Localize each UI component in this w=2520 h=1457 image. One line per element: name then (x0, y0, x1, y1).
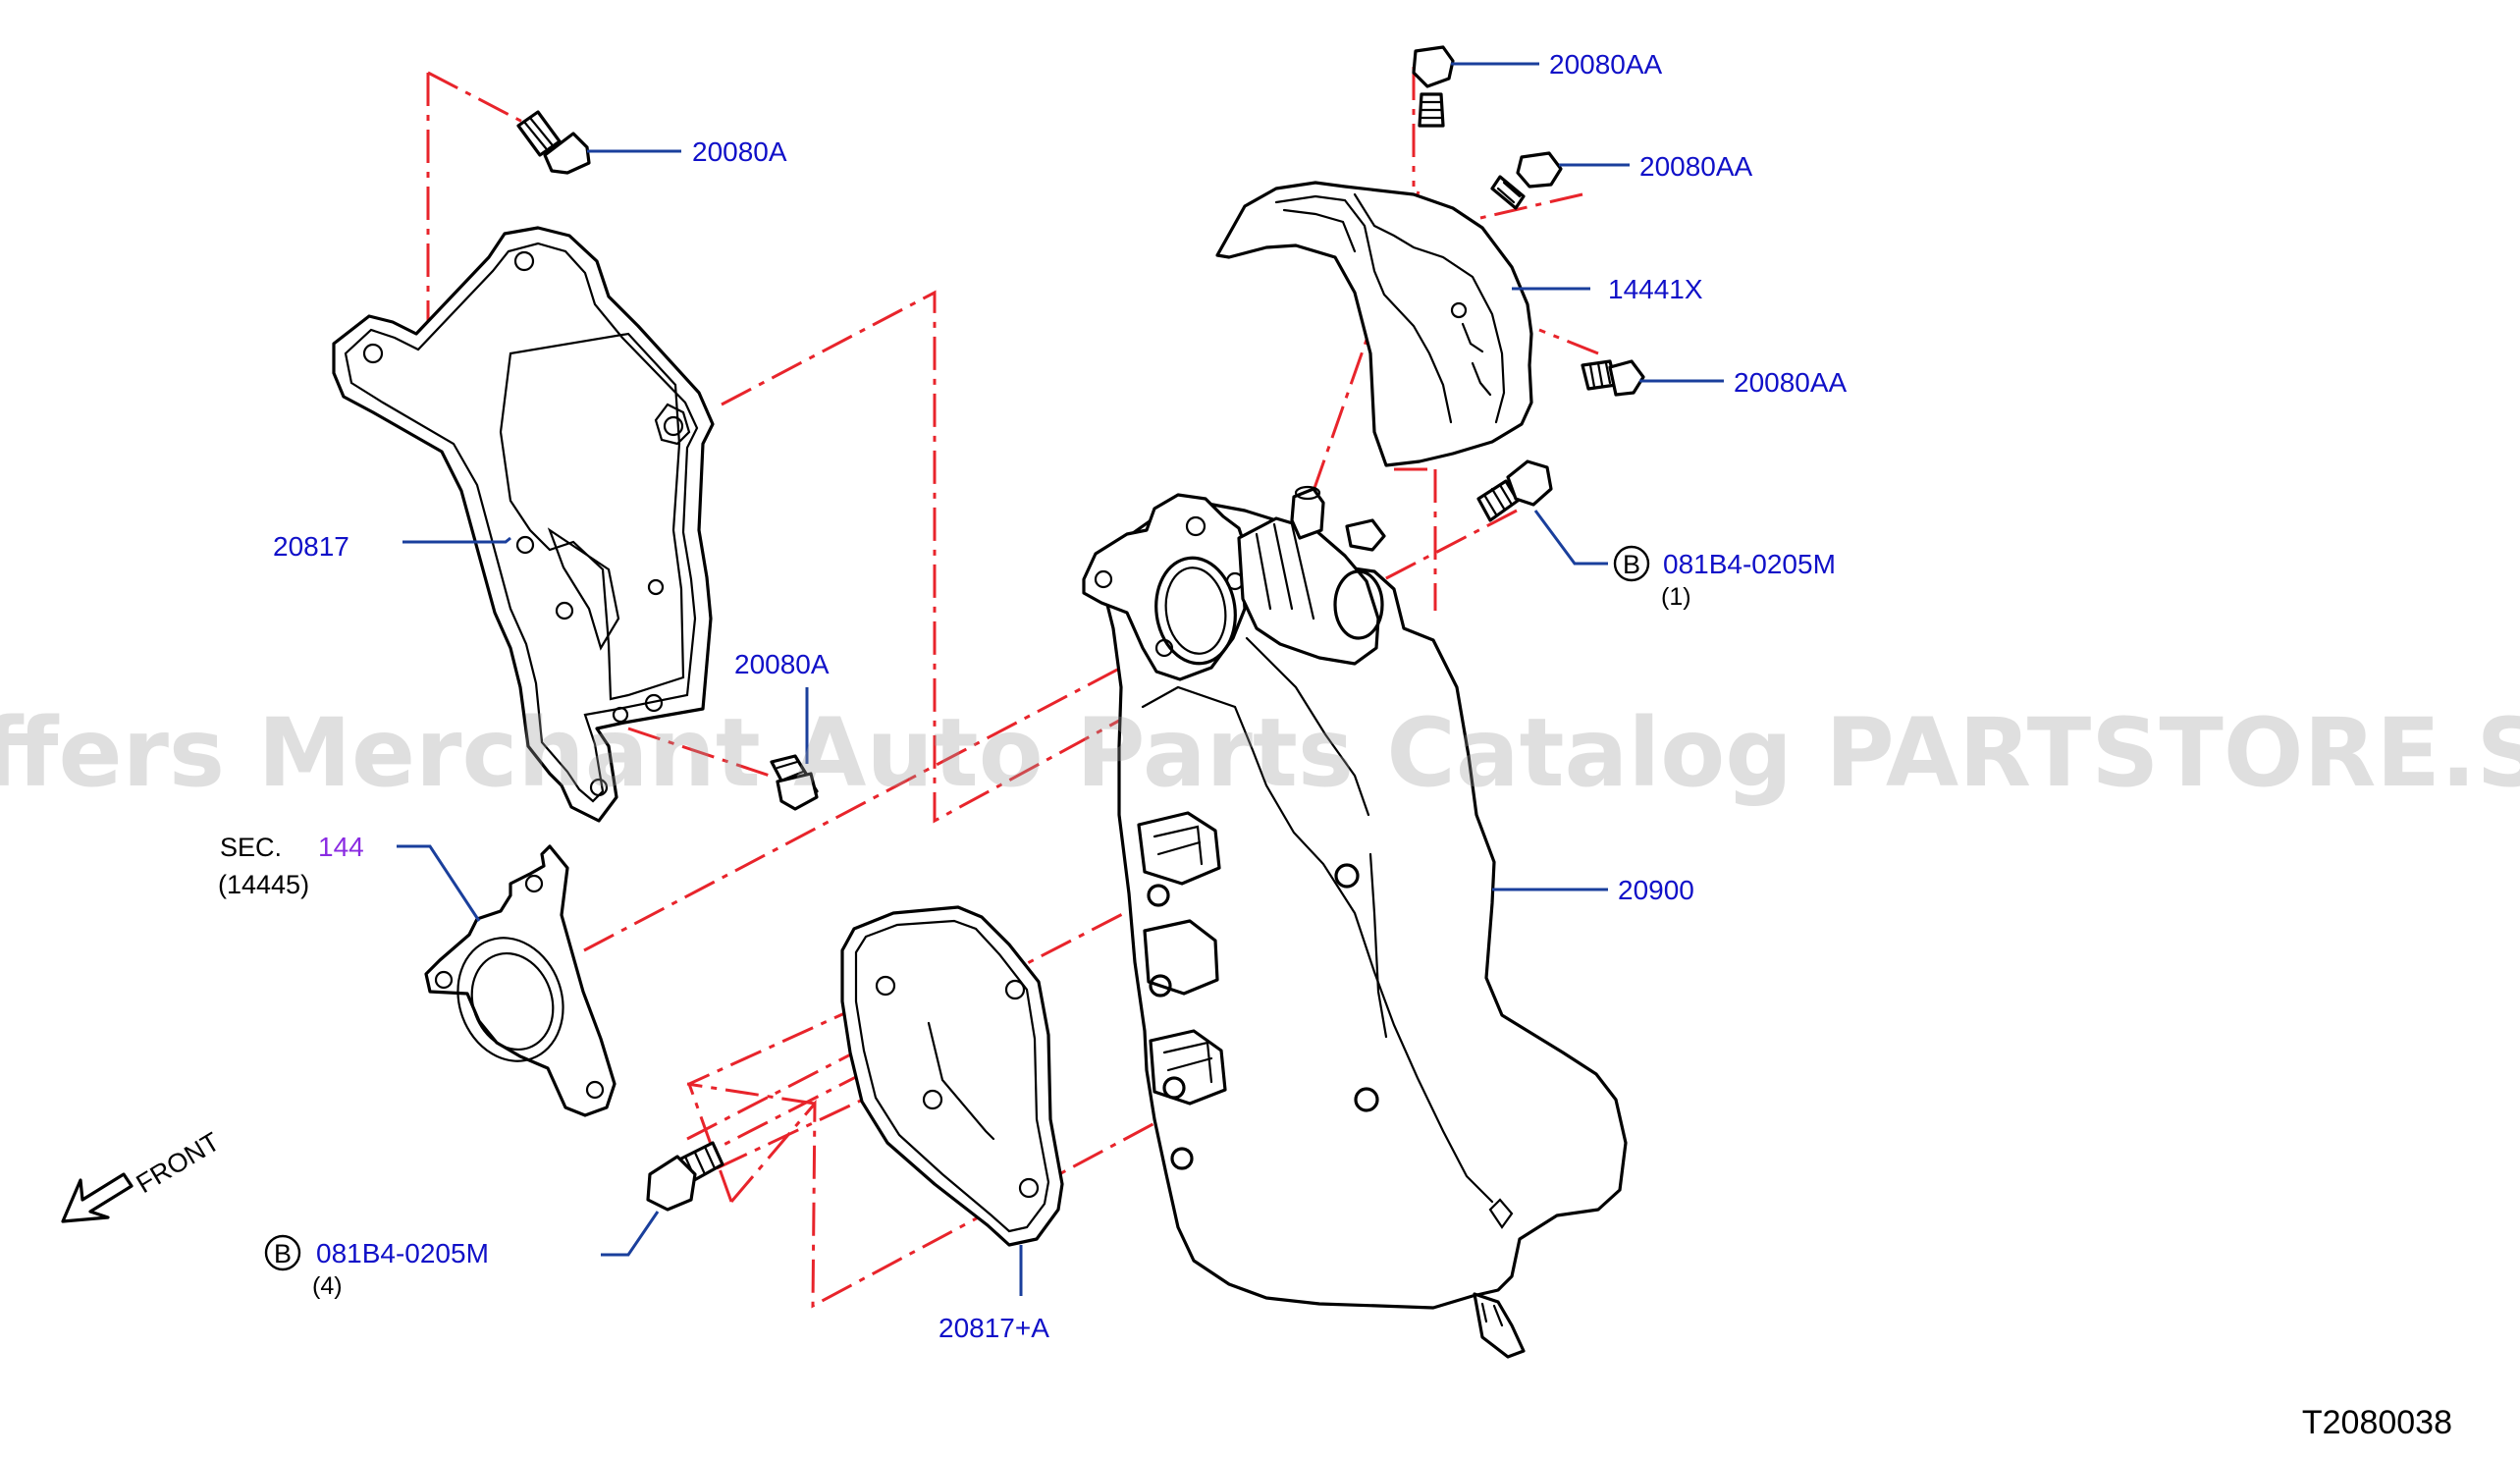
callout-20080a-mid[interactable]: 20080A (734, 649, 830, 679)
quantity-right: (1) (1661, 583, 1691, 611)
callout-20817[interactable]: 20817 (273, 531, 349, 562)
bolt-type-marker-right (1613, 545, 1650, 582)
diagram-code: T2080038 (2302, 1404, 2452, 1441)
bolt-081b4-left[interactable] (646, 1141, 724, 1212)
bolt-20080aa-low[interactable] (1581, 359, 1645, 397)
bolt-type-marker-left-text: B (274, 1239, 292, 1268)
quantity-left: (4) (312, 1272, 343, 1300)
callout-20900[interactable]: 20900 (1618, 875, 1694, 905)
bolt-20080a-top[interactable] (516, 110, 591, 175)
front-indicator: FRONT (61, 1127, 225, 1223)
callout-20080a-top[interactable]: 20080A (692, 136, 787, 167)
callout-20080aa-mid[interactable]: 20080AA (1639, 151, 1753, 182)
bolt-081b4-right[interactable] (1476, 459, 1553, 522)
front-arrow-icon (61, 1172, 134, 1223)
gasket-20817a[interactable] (840, 905, 1064, 1247)
callout-081b4-left[interactable]: 081B4-0205M (316, 1238, 489, 1268)
callout-20817a[interactable]: 20817+A (938, 1313, 1049, 1343)
callout-20080aa-low[interactable]: 20080AA (1734, 367, 1848, 398)
gasket-sec-144[interactable] (424, 844, 617, 1117)
heat-insulator-20817[interactable] (332, 226, 715, 823)
front-label: FRONT (132, 1127, 225, 1200)
section-ref-number[interactable]: 144 (318, 832, 364, 862)
callout-081b4-right[interactable]: 081B4-0205M (1663, 549, 1836, 579)
bolt-type-marker-left (264, 1234, 301, 1271)
section-ref-sub: (14445) (218, 870, 309, 899)
callout-labels: 20080AA 20080AA 14441X 20080AA 20080A 20… (218, 49, 1848, 1343)
heat-insulator-14441x[interactable] (1215, 181, 1533, 467)
bolt-20080aa-top[interactable] (1412, 45, 1455, 128)
catalyst-converter-20900[interactable] (1082, 485, 1628, 1359)
leader-lines (397, 62, 1724, 1296)
bolt-20080a-mid[interactable] (770, 754, 819, 811)
bolt-20080aa-mid[interactable] (1490, 151, 1563, 210)
watermark: Offers Merchant Auto Parts Catalog PARTS… (0, 698, 2520, 808)
callout-14441x[interactable]: 14441X (1608, 274, 1703, 304)
bolt-type-marker-right-text: B (1623, 550, 1640, 579)
callout-20080aa-top[interactable]: 20080AA (1549, 49, 1663, 80)
section-ref-prefix: SEC. (220, 833, 282, 862)
